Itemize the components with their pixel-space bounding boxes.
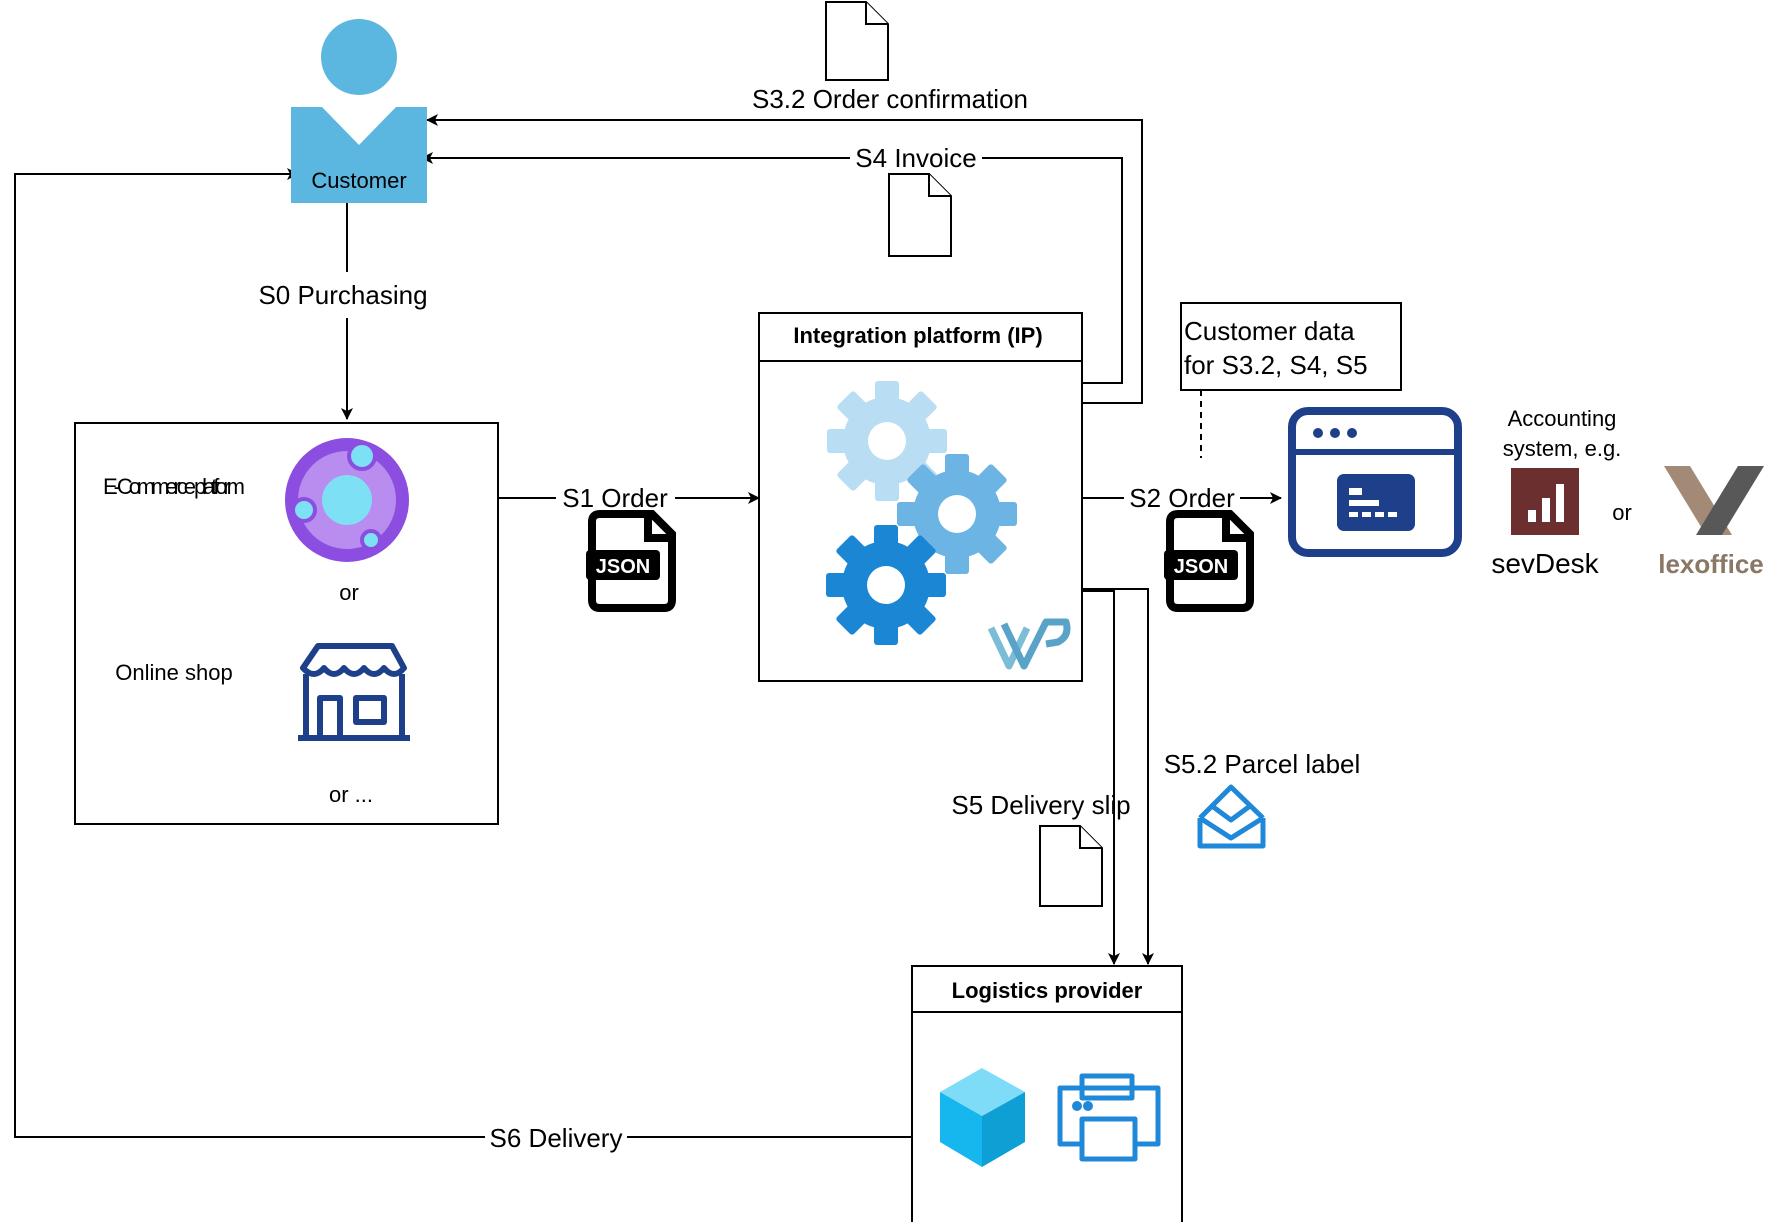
json-badge-text: JSON [1174,556,1228,578]
ecommerce-platform-label: E-Commerce platform [103,474,245,499]
document-icon-invoice [888,173,952,257]
edge-label-s5: S5 Delivery slip [951,790,1130,820]
edge-s5-delivery-slip: S5 Delivery slip [951,590,1131,965]
package-icon [940,1068,1025,1167]
integration-platform-title: Integration platform (IP) [793,323,1042,348]
edge-s3-2-order-confirmation: S3.2 Order confirmation [426,84,1143,404]
edge-label-s2: S2 Order [1129,483,1235,513]
ecommerce-or-more-label: or ... [329,782,373,807]
edge-s6-delivery: S6 Delivery [14,168,912,1153]
printer-icon [1057,1073,1161,1162]
edge-s0-purchasing: S0 Purchasing [258,203,428,420]
online-shop-label: Online shop [115,660,232,685]
edge-label-s5-2: S5.2 Parcel label [1164,749,1361,779]
customer-data-line2: for S3.2, S4, S5 [1184,350,1368,380]
edge-label-s1: S1 Order [562,483,668,513]
sevdesk-label: sevDesk [1491,548,1599,579]
document-icon-order-confirmation [825,1,889,81]
customer-head-icon [321,19,397,95]
edge-s2-order: S2 Order [1082,483,1282,513]
integration-platform-logo-icon [987,618,1071,670]
sevdesk-logo-icon [1511,468,1579,535]
lexoffice-logo-icon [1664,466,1764,535]
edge-label-s6: S6 Delivery [490,1123,623,1153]
edge-s5-2-parcel-label: S5.2 Parcel label [1082,588,1361,965]
integration-platform-box: Integration platform (IP) [758,312,1083,682]
edge-label-s3-2: S3.2 Order confirmation [752,84,1028,114]
customer-data-line1: Customer data [1184,316,1355,346]
edge-label-s0: S0 Purchasing [258,280,427,310]
customer-body-icon [291,107,427,203]
gear-icon [826,525,946,645]
accounting-or-label: or [1612,500,1632,525]
json-file-icon: JSON [1164,510,1254,612]
accounting-system-icon [1288,407,1462,557]
customer-label: Customer [311,168,406,193]
accounting-caption-line1: Accounting [1508,406,1617,431]
lexoffice-label: lexoffice [1658,549,1764,579]
accounting-caption-line2: system, e.g. [1503,436,1622,461]
ecommerce-box: E-Commerce platform or Online shop or ..… [74,422,499,825]
logistics-provider-box: Logistics provider [911,965,1183,1222]
edge-s1-order: S1 Order [498,483,760,513]
customer-data-note: Customer data for S3.2, S4, S5 [1180,302,1402,391]
ecommerce-or-label: or [339,580,359,605]
edge-s4-invoice: S4 Invoice [421,143,1123,384]
edge-label-s4: S4 Invoice [855,143,976,173]
logistics-provider-title: Logistics provider [952,978,1143,1003]
json-file-icon: JSON [586,510,676,612]
json-badge-text: JSON [596,556,650,578]
customer-node: Customer [291,19,427,203]
storefront-icon [298,643,410,741]
ecommerce-platform-logo-icon [285,438,409,562]
document-icon-delivery-slip [1039,825,1103,907]
mail-icon [1197,784,1266,849]
